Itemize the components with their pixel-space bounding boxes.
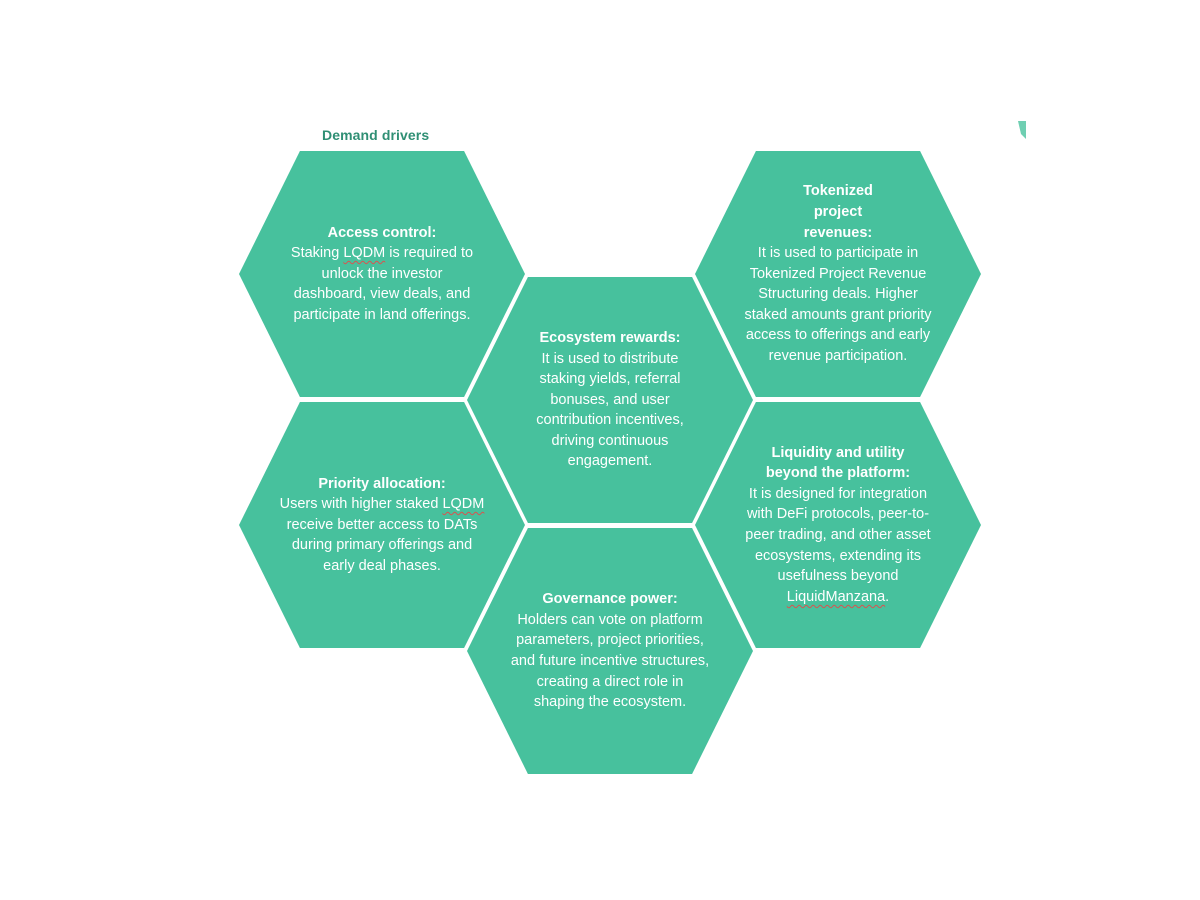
hexagon-priority-allocation: Priority allocation: Users with higher s…	[239, 402, 525, 648]
hexagon-content: Governance power: Holders can vote on pl…	[510, 589, 710, 713]
hexagon-title: Governance power:	[542, 591, 678, 608]
hexagon-body-text: It is used to participate in Tokenized P…	[744, 245, 932, 365]
hexagon-body-text: Staking	[290, 245, 344, 262]
spellcheck-flagged-word: LQDM	[442, 496, 485, 513]
hexagon-content: Tokenized project revenues: It is used t…	[738, 181, 938, 366]
hexagon-body: It is used to participate in Tokenized P…	[738, 243, 938, 367]
hexagon-body-text: It is used to distribute staking yields,…	[536, 350, 684, 470]
hexagon-title: Ecosystem rewards:	[539, 329, 681, 346]
hexagon-title: Liquidity and utility beyond the platfor…	[765, 444, 911, 482]
hexagon-content: Priority allocation: Users with higher s…	[277, 474, 487, 577]
hexagon-access-control: Access control: Staking LQDM is required…	[239, 151, 525, 397]
spellcheck-flagged-word: LQDM	[343, 245, 386, 262]
diagram-title: Demand drivers	[322, 127, 430, 143]
hexagon-body-text: Users with higher staked	[279, 496, 443, 513]
hexagon-body: Holders can vote on platform parameters,…	[510, 610, 710, 713]
hexagon-body: Users with higher staked LQDM receive be…	[277, 494, 487, 576]
spellcheck-flagged-word: LiquidManzana	[786, 588, 886, 605]
hexagon-body: Staking LQDM is required to unlock the i…	[284, 243, 480, 325]
hexagon-title: Tokenized project revenues:	[803, 183, 873, 241]
hexagon-title: Priority allocation:	[318, 475, 446, 492]
hexagon-ecosystem-rewards: Ecosystem rewards: It is used to distrib…	[467, 277, 753, 523]
hexagon-tokenized-project-revenues: Tokenized project revenues: It is used t…	[695, 151, 981, 397]
corner-accent-mark	[1018, 121, 1026, 139]
hexagon-title: Access control:	[327, 224, 437, 241]
hexagon-content: Access control: Staking LQDM is required…	[284, 223, 480, 326]
hexagon-body-text: Holders can vote on platform parameters,…	[510, 611, 710, 711]
hexagon-content: Liquidity and utility beyond the platfor…	[745, 443, 931, 608]
hexagon-governance-power: Governance power: Holders can vote on pl…	[467, 528, 753, 774]
hexagon-body-text: It is designed for integration with DeFi…	[745, 485, 931, 585]
hexagon-body: It is designed for integration with DeFi…	[745, 484, 931, 608]
hexagon-body-text: is required to unlock the investor dashb…	[293, 245, 474, 323]
hexagon-liquidity-and-utility: Liquidity and utility beyond the platfor…	[695, 402, 981, 648]
hexagon-body-text: receive better access to DATs during pri…	[286, 516, 478, 574]
hexagon-body-text: .	[885, 588, 890, 605]
hexagon-content: Ecosystem rewards: It is used to distrib…	[521, 328, 699, 472]
hexagon-body: It is used to distribute staking yields,…	[521, 349, 699, 473]
